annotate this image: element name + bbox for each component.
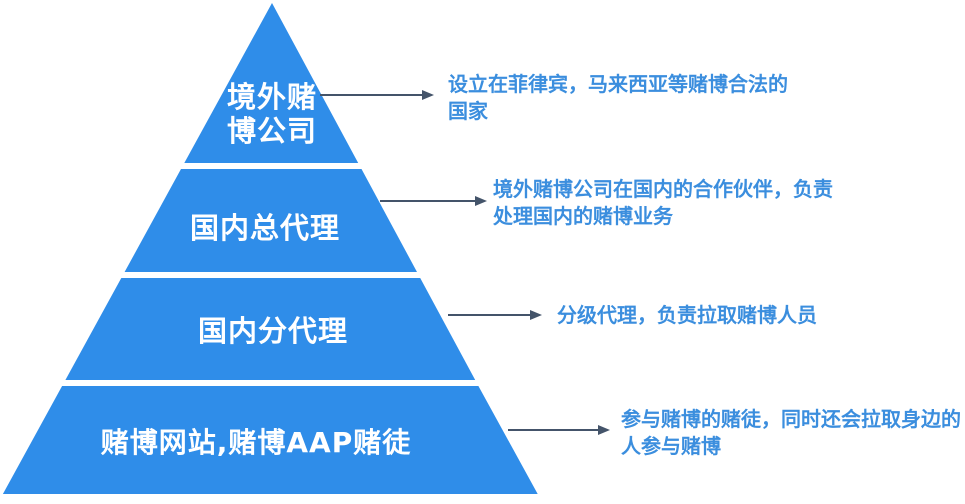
tier-label-sub-agent: 国内分代理 (197, 314, 348, 348)
annotation-sub-agent: 分级代理，负责拉取赌博人员 (557, 303, 817, 327)
tier-label-gamblers: 赌博网站,赌博AAP赌徒 (100, 426, 412, 459)
annotation-overseas-company: 设立在菲律宾，马来西亚等赌博合法的 国家 (448, 72, 788, 123)
annotation-general-agent: 境外赌博公司在国内的合作伙伴，负责 处理国内的赌博业务 (493, 177, 833, 228)
annotation-gamblers: 参与赌博的赌徒，同时还会拉取身边的 人参与赌博 (621, 407, 961, 458)
tier-shape-gamblers (2, 386, 538, 494)
tier-shape-sub-agent (65, 278, 476, 380)
tier-label-general-agent: 国内总代理 (189, 211, 340, 245)
tier-label-overseas-company: 境外赌 博公司 (226, 80, 317, 148)
tier-shape-general-agent (124, 169, 417, 272)
tier-shape-overseas-company (184, 3, 359, 163)
